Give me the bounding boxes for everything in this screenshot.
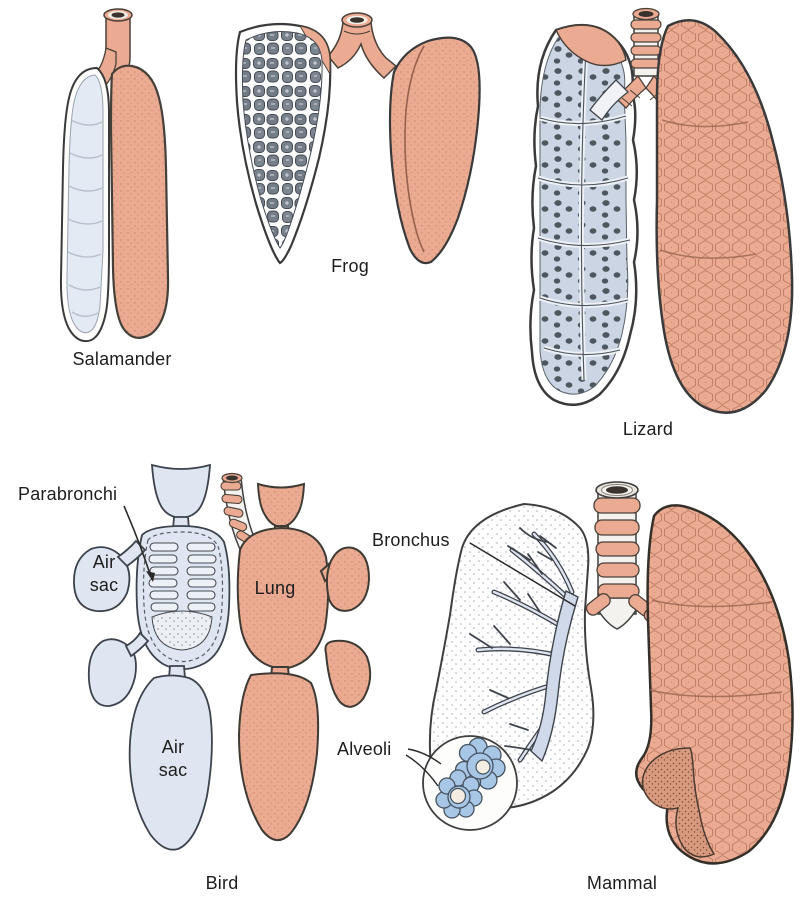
lizard-figure xyxy=(529,7,794,414)
bird-air-sac-system xyxy=(73,463,231,851)
alveoli-inset xyxy=(422,735,518,831)
frog-caption: Frog xyxy=(331,256,369,276)
frog-figure xyxy=(234,12,481,265)
bird-caption: Bird xyxy=(205,873,239,893)
lizard-left-lung-cap xyxy=(554,24,627,67)
lizard-bronchus-entry xyxy=(589,79,629,121)
lizard-caption: Lizard xyxy=(622,419,674,439)
mammal-caption: Mammal xyxy=(586,873,658,893)
bird-parabronchi-tubes xyxy=(148,542,217,612)
mammal-bronchial-tree xyxy=(469,527,579,763)
salamander-right-sac xyxy=(109,64,170,339)
frog-trachea xyxy=(327,21,398,80)
bird-pink-bottom-sac xyxy=(237,672,320,841)
mammal-bronchus-tube xyxy=(530,590,579,763)
bronchus-pointer-line xyxy=(469,542,576,607)
parabronchi-pointer-line xyxy=(123,505,152,578)
air-sac-upper-label: Air sac xyxy=(89,552,119,595)
alveoli-label: Alveoli xyxy=(337,739,392,759)
bird-lung-label: Lung xyxy=(254,578,296,598)
bird-mid-right-lobe xyxy=(324,639,372,708)
bird-figure xyxy=(73,463,372,851)
air-sac-lower-label: Air sac xyxy=(158,737,188,780)
salamander-figure xyxy=(59,8,170,343)
lizard-right-lung xyxy=(655,19,794,414)
frog-left-lung-interior xyxy=(241,31,323,249)
bird-pink-lung xyxy=(236,526,330,671)
bird-upper-right-lobe xyxy=(325,546,371,612)
frog-right-lung xyxy=(388,36,481,265)
bird-mid-air-sac xyxy=(87,638,137,707)
mammal-figure xyxy=(405,481,794,865)
salamander-left-sac-interior xyxy=(66,74,104,334)
mammal-right-lung xyxy=(635,504,794,865)
bird-upper-air-sac xyxy=(73,546,131,613)
bird-top-sac xyxy=(151,463,211,519)
alveoli-pointer-lines xyxy=(405,748,442,787)
bronchus-label: Bronchus xyxy=(372,530,450,550)
lizard-septa xyxy=(537,49,631,381)
lizard-trachea-rings xyxy=(630,19,662,69)
salamander-caption: Salamander xyxy=(72,349,172,369)
bird-lung-external xyxy=(236,482,372,841)
bird-pink-top-sac xyxy=(256,482,306,529)
parabronchi-label: Parabronchi xyxy=(18,484,118,504)
lizard-left-bronchus xyxy=(615,74,647,109)
bird-bottom-air-sac xyxy=(128,674,213,851)
